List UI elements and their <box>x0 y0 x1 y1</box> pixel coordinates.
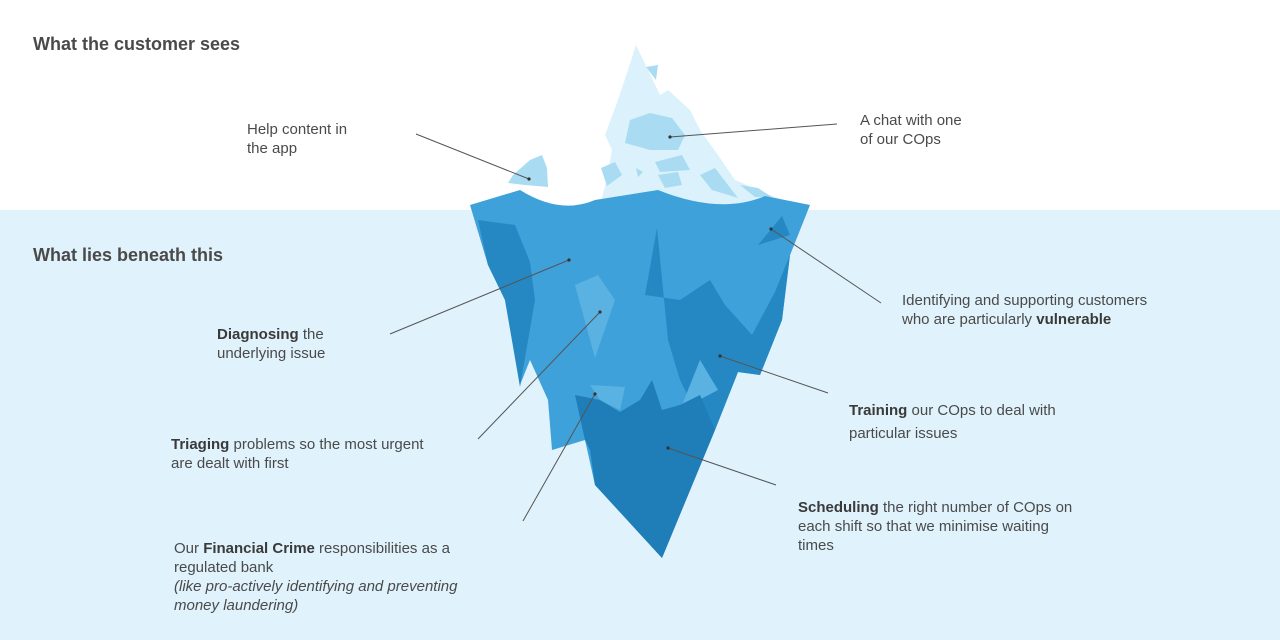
label-vulnerable-bold: vulnerable <box>1036 311 1111 328</box>
label-financial-line1: Our Financial Crime responsibilities as … <box>174 539 457 558</box>
dot-triaging <box>598 310 601 313</box>
label-financial-pre: Our <box>174 540 203 557</box>
label-help-line1: Help content in <box>247 120 347 139</box>
label-scheduling-line1: Scheduling the right number of COps on <box>798 498 1072 517</box>
label-financial-rest: responsibilities as a <box>315 540 450 557</box>
dot-help <box>527 177 530 180</box>
label-triaging: Triaging problems so the most urgent are… <box>171 435 424 473</box>
label-diagnosing-bold: Diagnosing <box>217 326 299 343</box>
dot-training <box>718 354 721 357</box>
label-triaging-bold: Triaging <box>171 436 229 453</box>
label-diagnosing: Diagnosing the underlying issue <box>217 325 325 363</box>
label-diagnosing-line2: underlying issue <box>217 344 325 363</box>
label-training-line1: Training our COps to deal with <box>849 399 1056 422</box>
label-financial-crime: Our Financial Crime responsibilities as … <box>174 539 457 615</box>
heading-below-water: What lies beneath this <box>33 245 223 266</box>
dot-chat <box>668 135 671 138</box>
label-chat: A chat with one of our COps <box>860 111 962 149</box>
label-vulnerable-line2: who are particularly vulnerable <box>902 310 1147 329</box>
label-training-line2: particular issues <box>849 422 1056 445</box>
label-diagnosing-rest: the <box>299 326 324 343</box>
label-chat-line2: of our COps <box>860 130 962 149</box>
label-help-content: Help content in the app <box>247 120 347 158</box>
dot-scheduling <box>666 446 669 449</box>
label-triaging-line1: Triaging problems so the most urgent <box>171 435 424 454</box>
label-diagnosing-line1: Diagnosing the <box>217 325 325 344</box>
dot-financial <box>593 392 596 395</box>
dot-vulnerable <box>769 227 772 230</box>
label-vulnerable: Identifying and supporting customers who… <box>902 291 1147 329</box>
label-scheduling: Scheduling the right number of COps on e… <box>798 498 1072 555</box>
label-scheduling-line2: each shift so that we minimise waiting <box>798 517 1072 536</box>
label-help-line2: the app <box>247 139 347 158</box>
heading-above-water: What the customer sees <box>33 34 240 55</box>
label-financial-line3: (like pro-actively identifying and preve… <box>174 577 457 596</box>
label-vulnerable-text: who are particularly <box>902 311 1036 328</box>
label-financial-line2: regulated bank <box>174 558 457 577</box>
label-training-bold: Training <box>849 402 907 419</box>
label-financial-line4: money laundering) <box>174 596 457 615</box>
label-training: Training our COps to deal with particula… <box>849 399 1056 445</box>
label-vulnerable-line1: Identifying and supporting customers <box>902 291 1147 310</box>
label-scheduling-bold: Scheduling <box>798 499 879 516</box>
label-scheduling-line3: times <box>798 536 1072 555</box>
label-triaging-rest: problems so the most urgent <box>229 436 423 453</box>
label-financial-bold: Financial Crime <box>203 540 315 557</box>
dot-diagnosing <box>567 258 570 261</box>
label-scheduling-rest: the right number of COps on <box>879 499 1072 516</box>
label-training-rest: our COps to deal with <box>907 402 1055 419</box>
label-triaging-line2: are dealt with first <box>171 454 424 473</box>
label-chat-line1: A chat with one <box>860 111 962 130</box>
